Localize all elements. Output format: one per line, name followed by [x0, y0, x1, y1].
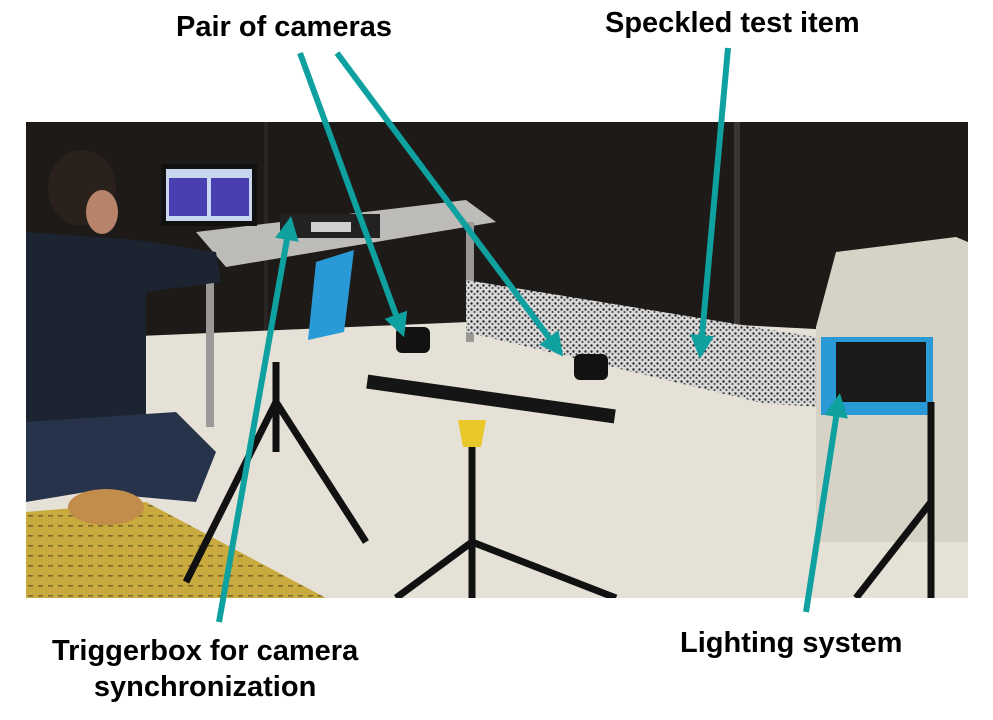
label-lighting-system: Lighting system — [680, 627, 903, 659]
label-speckled-test-item: Speckled test item — [605, 7, 860, 39]
lab-scene-illustration — [26, 122, 968, 598]
label-triggerbox-line2: synchronization — [93, 671, 317, 703]
label-triggerbox-line1: Triggerbox for camera — [52, 635, 359, 667]
label-pair-of-cameras: Pair of cameras — [176, 11, 393, 43]
lab-setup-photo — [26, 122, 968, 598]
label-triggerbox: Triggerbox for camera synchronization — [52, 634, 358, 704]
